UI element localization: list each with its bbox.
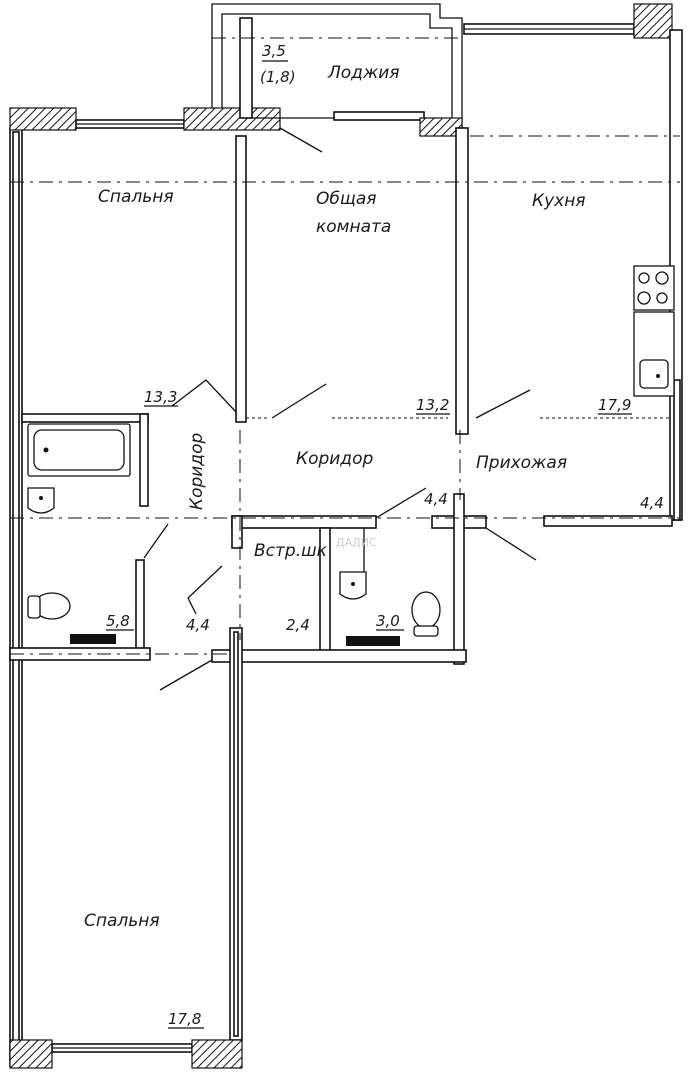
area-corridor-left: 4,4 xyxy=(186,616,210,634)
area-bedroom-top: 13,3 xyxy=(144,388,177,406)
room-loggia-label: Лоджия xyxy=(327,63,400,83)
area-common-room: 13,2 xyxy=(416,396,449,414)
area-labels: 3,5 (1,8) 13,3 13,2 17,9 4,4 4,4 5,8 4,4… xyxy=(106,42,664,1029)
room-closet-label: Встр.шк xyxy=(254,541,328,561)
room-common-label-line1: Общая xyxy=(316,189,377,209)
room-hallway-label: Прихожая xyxy=(476,453,567,473)
area-loggia-reduced: (1,8) xyxy=(260,68,296,86)
washbasin-icon xyxy=(27,487,55,514)
room-bedroom-top-label: Спальня xyxy=(98,187,174,207)
stove-icon xyxy=(633,265,675,311)
area-hallway-right: 4,4 xyxy=(640,494,664,512)
bathtub-icon xyxy=(27,423,131,477)
room-corridor-label: Коридор xyxy=(296,449,373,469)
toilet-icon xyxy=(346,591,441,646)
room-labels: Лоджия Спальня Общая комната Кухня Корид… xyxy=(84,63,586,931)
area-toilet: 3,0 xyxy=(376,612,400,630)
watermark: ДАДИС xyxy=(336,536,377,549)
area-closet: 2,4 xyxy=(286,616,310,634)
sink-icon xyxy=(633,311,675,397)
area-bedroom-bottom: 17,8 xyxy=(168,1010,201,1028)
door-swings xyxy=(143,127,537,691)
room-common-label-line2: комната xyxy=(316,217,391,237)
area-loggia: 3,5 xyxy=(262,42,286,60)
walls xyxy=(9,3,683,1069)
area-kitchen: 17,9 xyxy=(598,396,631,414)
area-bathroom: 5,8 xyxy=(106,612,130,630)
area-corridor-small: 4,4 xyxy=(424,490,448,508)
washbasin-icon xyxy=(339,571,367,600)
toilet-icon xyxy=(27,592,116,644)
room-kitchen-label: Кухня xyxy=(532,191,586,211)
axis-lines xyxy=(10,37,680,655)
room-corridor-vertical-label: Коридор xyxy=(187,433,207,510)
room-bedroom-bottom-label: Спальня xyxy=(84,911,160,931)
